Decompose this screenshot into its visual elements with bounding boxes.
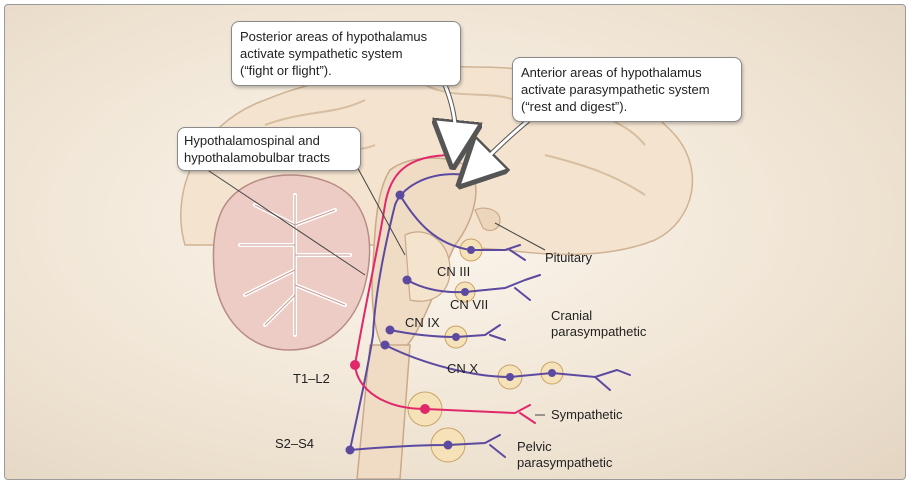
posterior-hypothalamus-neuron (447, 149, 459, 161)
cn10-nucleus (380, 340, 390, 350)
label-pituitary: Pituitary (545, 250, 592, 265)
cn10-ganglion-neuron-a (506, 373, 514, 381)
tracts-callout: Hypothalamospinal and hypothalamobulbar … (177, 127, 361, 171)
hypothalamic-descending-tract (349, 173, 468, 451)
t1-l2-neuron (350, 360, 360, 370)
spinal-cord (356, 344, 411, 479)
label-pelvic: Pelvic parasympathetic (517, 439, 612, 471)
leader-pituitary (494, 222, 546, 251)
leader-tracts-1 (184, 154, 366, 276)
callout-line: (“rest and digest”). (521, 99, 628, 114)
cn7-nucleus (402, 275, 412, 285)
posterior-hypothalamus-callout: Posterior areas of hypothalamus activate… (231, 21, 461, 86)
label-s2-s4: S2–S4 (275, 436, 315, 451)
sympathetic-ganglion-neuron (420, 404, 430, 414)
label-cn-iii: CN III (437, 264, 471, 279)
label-pelvic-line2: parasympathetic (517, 455, 613, 470)
pelvic-ganglion-neuron (443, 440, 453, 450)
callout-line: Anterior areas of hypothalamus (521, 65, 702, 80)
anterior-hypothalamus-neuron (461, 169, 473, 181)
label-cranial-line1: Cranial (551, 308, 593, 323)
callout-line: Hypothalamospinal and (184, 133, 320, 148)
sympathetic-descending-tract (354, 154, 454, 366)
cn3-ganglion-neuron (467, 246, 475, 254)
s2-s4-neuron (345, 445, 355, 455)
label-cn-ix: CN IX (405, 315, 440, 330)
anterior-hypothalamus-callout: Anterior areas of hypothalamus activate … (512, 57, 742, 122)
cn7-ganglion-neuron (461, 288, 469, 296)
leader-tracts-2 (354, 162, 406, 256)
callout-line: activate sympathetic system (240, 46, 403, 61)
label-cn-vii: CN VII (450, 297, 489, 312)
cn10-pathway (384, 344, 631, 391)
callout-line: (“fight or flight”). (240, 63, 332, 78)
label-t1-l2: T1–L2 (293, 371, 330, 386)
cn9-nucleus (385, 325, 395, 335)
pituitary-gland (474, 207, 501, 231)
cn10-ganglion-neuron-b (548, 369, 556, 377)
label-cranial: Cranial parasympathetic (551, 308, 646, 340)
label-cranial-line2: parasympathetic (551, 324, 647, 339)
callout-line: activate parasympathetic system (521, 82, 710, 97)
cerebellum (212, 174, 371, 351)
label-cn-x: CN X (447, 361, 479, 376)
cn3-nucleus (395, 190, 405, 200)
cn9-ganglion-neuron (452, 333, 460, 341)
callout-line: Posterior areas of hypothalamus (240, 29, 428, 44)
label-pelvic-line1: Pelvic (517, 439, 552, 454)
figure-panel: Posterior areas of hypothalamus activate… (4, 4, 906, 480)
leader-lines (184, 154, 546, 416)
autonomic-diagram (180, 66, 694, 479)
label-sympathetic: Sympathetic (551, 407, 623, 422)
callout-line: hypothalamobulbar tracts (184, 150, 330, 165)
